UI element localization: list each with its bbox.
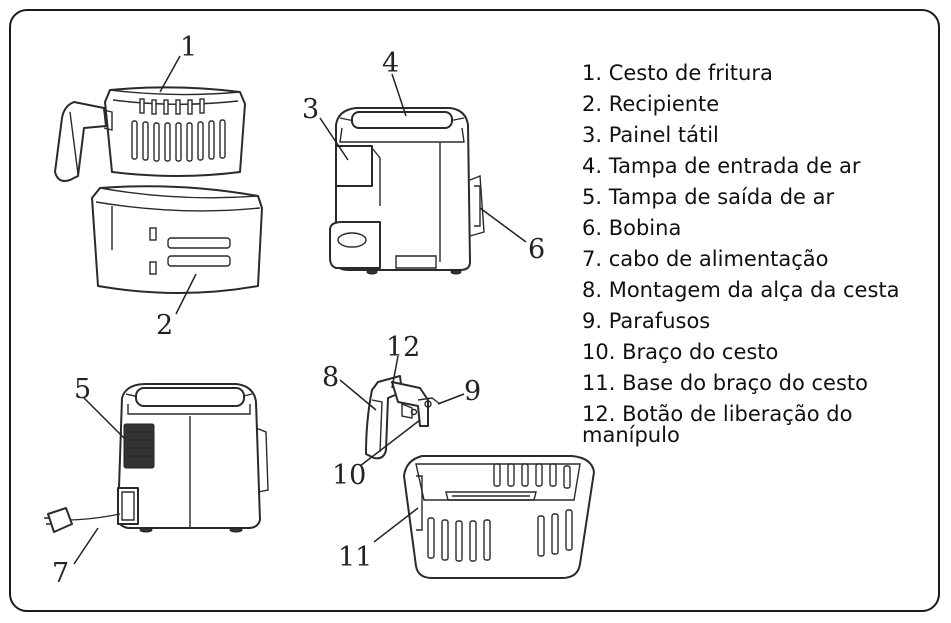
legend-item: 11. Base do braço do cesto — [582, 371, 868, 395]
legend-item: 1. Cesto de fritura — [582, 61, 773, 85]
fryer-body-drawing — [329, 107, 485, 275]
isolated-basket-drawing — [403, 455, 595, 579]
callout-8: 8 — [322, 362, 339, 393]
callout-12: 12 — [386, 332, 420, 363]
legend-item: 4. Tampa de entrada de ar — [582, 154, 861, 178]
callout-6: 6 — [528, 234, 545, 265]
legend-item: 5. Tampa de saída de ar — [582, 185, 835, 209]
diagram-frame — [9, 9, 940, 612]
leader-lines — [73, 55, 527, 565]
legend-item: 2. Recipiente — [582, 92, 720, 116]
parts-legend: 1. Cesto de fritura 2. Recipiente 3. Pai… — [582, 58, 900, 446]
callout-5: 5 — [74, 374, 91, 405]
handle-assembly-drawing — [365, 375, 441, 460]
legend-item: 6. Bobina — [582, 216, 682, 240]
callout-7: 7 — [52, 558, 69, 589]
container-drawing — [91, 185, 263, 294]
callout-10: 10 — [332, 460, 366, 491]
legend-item: 3. Painel tátil — [582, 123, 719, 147]
callout-3: 3 — [302, 94, 319, 125]
legend-item: 9. Parafusos — [582, 309, 711, 333]
callout-9: 9 — [464, 376, 481, 407]
callout-1: 1 — [180, 32, 197, 63]
legend-item: 12. Botão de liberação do manípulo — [582, 402, 853, 447]
legend-item: 7. cabo de alimentação — [582, 247, 829, 271]
callout-4: 4 — [382, 48, 399, 79]
frying-basket-drawing — [54, 86, 246, 182]
callout-2: 2 — [156, 310, 173, 341]
legend-item: 10. Braço do cesto — [582, 340, 779, 364]
fryer-rear-drawing — [44, 383, 269, 533]
legend-item: 8. Montagem da alça da cesta — [582, 278, 900, 302]
callout-numbers: 1 2 3 4 5 6 7 8 9 10 11 12 — [52, 32, 545, 589]
callout-11: 11 — [338, 542, 372, 573]
